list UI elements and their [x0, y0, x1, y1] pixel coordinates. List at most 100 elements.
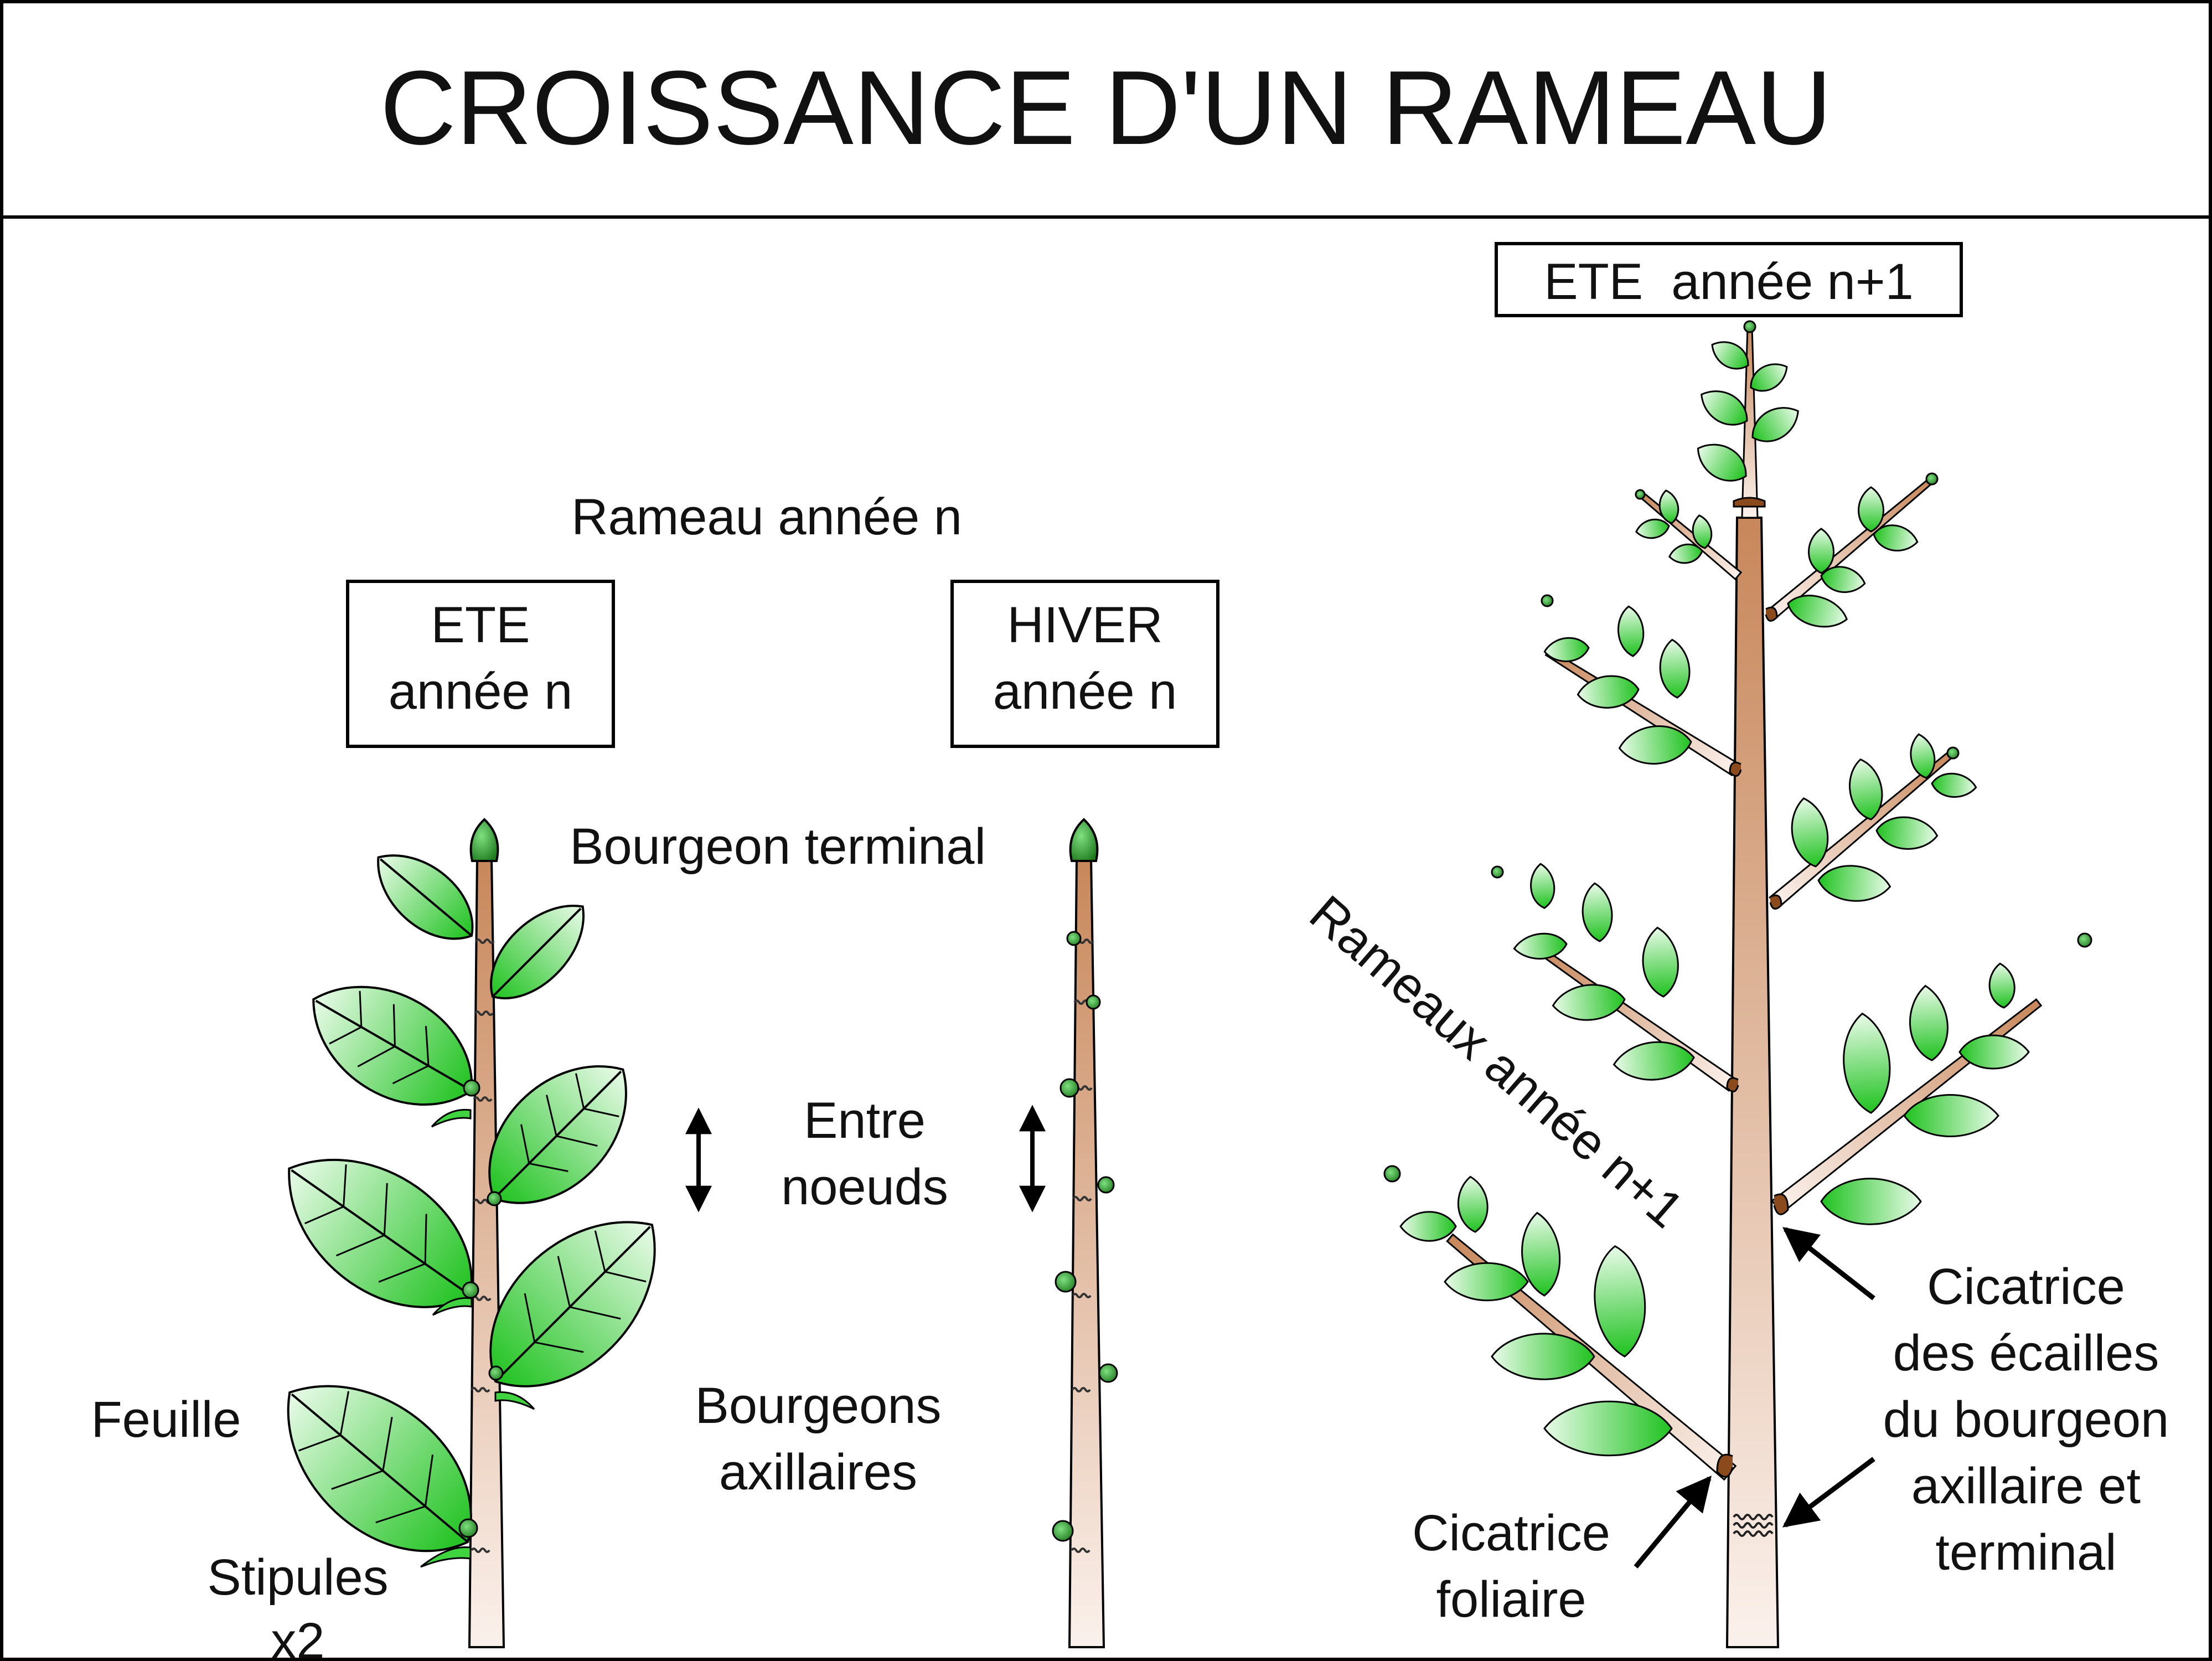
leaf-n1: [1458, 1175, 1489, 1233]
box-hiver-line1: HIVER: [1007, 597, 1162, 653]
label-stipules-1: Stipules: [207, 1549, 388, 1606]
summer-axillary-bud: [488, 1365, 504, 1381]
leaf-n1: [1910, 733, 1936, 779]
label-cic-ecailles-3: du bourgeon: [1883, 1391, 2169, 1448]
leaf-scar: [1729, 761, 1742, 777]
winter-stem: [1068, 857, 1105, 1648]
label-bourgeons-1: Bourgeons: [695, 1378, 942, 1434]
leaf-n1: [1820, 566, 1866, 593]
winter-branch: [1052, 818, 1118, 1648]
label-bourgeons-2: axillaires: [719, 1444, 917, 1500]
stipule-2: [431, 1108, 472, 1128]
summer-leaf-6: [489, 1221, 656, 1387]
twig-right-3: [1771, 998, 2043, 1215]
box-hiver: [950, 580, 1219, 748]
leaf-n1: [1988, 962, 2015, 1009]
leaf-scar: [1765, 606, 1778, 622]
tree-n1: [1383, 320, 2092, 1648]
label-cic-foliaire-2: foliaire: [1436, 1571, 1586, 1628]
leaf-n1: [1635, 518, 1670, 539]
box-ete-n1: [1495, 242, 1963, 317]
leaf-n1-top: [1750, 363, 1788, 392]
summer-terminal-bud: [469, 818, 499, 862]
leaf-scar: [1726, 1077, 1739, 1092]
leaf-n1: [1658, 489, 1679, 524]
leaf-n1: [1668, 543, 1703, 564]
label-cic-ecailles-5: terminal: [1935, 1524, 2116, 1581]
top-bud: [1743, 320, 1756, 333]
leaf-scar: [1716, 1453, 1734, 1478]
leaf-n1: [1642, 926, 1679, 998]
summer-leaf-4: [488, 1065, 627, 1204]
leaf-n1: [1513, 932, 1568, 960]
leaf-n1: [1552, 984, 1626, 1021]
summer-leaf-7: [287, 1385, 472, 1552]
stipule-1: [420, 1546, 472, 1568]
stipule-3: [432, 1297, 473, 1316]
summer-axillary-bud: [458, 1518, 478, 1538]
summer-axillary-bud: [462, 1281, 479, 1299]
leaf-n1: [1617, 605, 1645, 657]
winter-terminal-bud: [1069, 818, 1099, 862]
leaf-n1-top: [1697, 443, 1747, 482]
leaf-n1: [1909, 984, 1949, 1061]
bud-scale-scar: [1733, 1514, 1774, 1537]
top-scar: [1733, 497, 1766, 508]
leaf-n1: [1444, 1262, 1529, 1302]
winter-axillary-bud: [1055, 1271, 1077, 1293]
summer-leaf-5: [288, 1158, 473, 1308]
winter-axillary-bud: [1086, 994, 1101, 1010]
twig-terminal-bud: [1635, 489, 1646, 500]
leaf-n1: [1543, 637, 1590, 662]
leaf-n1: [1491, 1333, 1595, 1380]
leaf-n1: [1817, 865, 1891, 902]
box-ete-line2: année n: [389, 663, 573, 720]
leaf-n1: [1594, 1245, 1646, 1358]
winter-axillary-bud: [1060, 1078, 1079, 1098]
winter-axillary-bud: [1097, 1176, 1115, 1194]
leaf-n1: [1577, 675, 1640, 709]
leaf-n1-top: [1751, 407, 1799, 442]
winter-axillary-bud: [1066, 931, 1082, 946]
pointer-arrow-scale-scar-top: [1782, 1227, 1875, 1301]
leaf-n1: [1613, 1041, 1695, 1081]
leaf-n1: [1521, 1211, 1561, 1297]
summer-leaf-3: [312, 986, 473, 1106]
leaf-n1-top: [1701, 390, 1748, 426]
summer-leaf-1: [377, 854, 474, 940]
summer-branch: [287, 818, 656, 1648]
leaf-n1: [1582, 882, 1613, 942]
leaf-n1: [1618, 725, 1692, 765]
leaf-n1: [1791, 797, 1829, 868]
twig-terminal-bud: [2077, 932, 2092, 948]
label-stipules-2: x2: [271, 1613, 324, 1661]
pointer-arrow-leaf-scar: [1634, 1476, 1712, 1569]
leaf-n1: [1843, 1012, 1891, 1114]
leaf-scar: [1773, 1193, 1789, 1215]
leaf-n1: [1787, 595, 1848, 628]
leaf-n1: [1958, 1034, 2030, 1070]
winter-axillary-bud: [1052, 1520, 1074, 1542]
leaf-n1: [1903, 1094, 1999, 1137]
box-ete: [346, 580, 615, 748]
leaf-n1: [1849, 758, 1883, 821]
label-cic-foliaire-1: Cicatrice: [1412, 1505, 1610, 1561]
leaf-n1: [1399, 1211, 1457, 1242]
page-title: CROISSANCE D'UN RAMEAU: [380, 49, 1832, 167]
label-cic-ecailles-1: Cicatrice: [1927, 1258, 2125, 1315]
leaf-n1: [1692, 514, 1713, 549]
twig-terminal-bud: [1946, 746, 1960, 760]
leaf-n1: [1543, 1400, 1673, 1457]
leaf-n1: [1858, 486, 1884, 533]
summer-axillary-bud: [487, 1191, 502, 1206]
leaf-scar: [1769, 894, 1782, 910]
label-bourgeon-terminal: Bourgeon terminal: [570, 818, 986, 875]
box-hiver-line2: année n: [993, 663, 1177, 720]
leaf-n1-top: [1711, 341, 1749, 370]
summer-axillary-bud: [463, 1079, 480, 1097]
stipule-4: [494, 1391, 535, 1410]
label-cic-ecailles-2: des écailles: [1893, 1325, 2159, 1381]
pointer-arrow-scale-scar-bottom: [1782, 1457, 1875, 1528]
label-entre-1: Entre: [804, 1092, 926, 1149]
